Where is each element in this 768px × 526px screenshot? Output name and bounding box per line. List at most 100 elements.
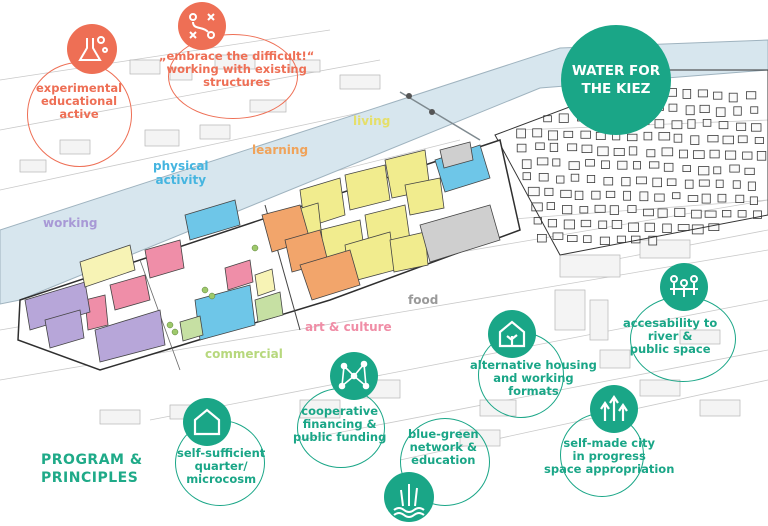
residential-house (673, 133, 683, 143)
residential-house (544, 187, 554, 196)
residential-house (687, 119, 696, 129)
strategy-icon (178, 2, 226, 50)
program-heading: PROGRAM & PRINCIPLES (41, 451, 143, 487)
principle-blue-green-text: blue-green network & education (408, 427, 479, 468)
residential-house (648, 235, 658, 246)
blue-green-ring (400, 418, 490, 506)
residential-house (580, 219, 592, 228)
residential-house (568, 161, 580, 170)
lab-flask-icon (67, 24, 117, 74)
zone-label-art-culture: art & culture (305, 320, 392, 334)
residential-house (535, 142, 545, 150)
residential-house (657, 208, 668, 218)
residential-house (563, 219, 576, 230)
residential-house (722, 135, 735, 145)
residential-house (733, 106, 742, 116)
residential-house (662, 223, 672, 234)
workshop-blocks (419, 141, 501, 263)
people-icon (660, 263, 708, 311)
residential-house (674, 207, 686, 218)
house-loop-icon (183, 398, 231, 446)
residential-house (548, 130, 559, 141)
residential-house (567, 143, 578, 152)
residential-house (756, 150, 767, 161)
residential-house (547, 218, 557, 228)
residential-house (742, 151, 753, 160)
residential-house (580, 130, 591, 139)
program-heading-line-2: PRINCIPLES (41, 470, 139, 487)
residential-house (570, 173, 580, 182)
residential-house (652, 177, 662, 188)
residential-house (609, 205, 619, 215)
residential-house (666, 178, 677, 186)
residential-house (633, 161, 641, 170)
residential-house (644, 222, 655, 232)
residential-house (715, 107, 726, 117)
zone-label-commercial: commercial (205, 347, 283, 361)
zone-label-food: food (408, 293, 439, 307)
residential-house (708, 223, 720, 232)
residential-house (532, 128, 543, 138)
residential-house (521, 159, 532, 169)
residential-house (750, 106, 759, 114)
residential-house (627, 205, 637, 213)
warehouse-blocks (79, 244, 276, 297)
zone-label-working: working (43, 216, 98, 230)
residential-house (636, 176, 647, 185)
principle-self-sufficient-text: self-sufficient quarter/ microcosm (177, 446, 266, 487)
residential-house (668, 103, 678, 112)
learning-blocks (261, 204, 361, 301)
residential-house (687, 195, 699, 203)
residential-house (713, 91, 723, 100)
principle-accessibility-text: accesability to river & public space (623, 316, 718, 357)
residential-house (729, 164, 740, 173)
residential-house (605, 190, 616, 199)
program-heading-line-1: PROGRAM & (41, 452, 143, 468)
residential-house (613, 147, 625, 156)
residential-house (536, 157, 549, 166)
residential-house (627, 133, 638, 142)
reed-water-icon (384, 472, 434, 522)
residential-house (639, 191, 649, 202)
residential-house (682, 89, 692, 99)
residential-house (717, 193, 727, 203)
residential-house (663, 162, 674, 172)
residential-house (751, 123, 762, 132)
residential-house (586, 174, 596, 183)
principle-difficult-text: „embrace the difficult!“ working with ex… (159, 49, 315, 90)
title-text: WATER FOR THE KIEZ (571, 62, 661, 97)
residential-house (552, 158, 561, 167)
residential-house (701, 193, 711, 204)
residential-house (579, 206, 589, 214)
residential-house (722, 210, 732, 218)
residential-house (699, 104, 710, 114)
residential-house (574, 190, 584, 200)
residential-house (735, 194, 745, 203)
residential-houses (516, 86, 767, 246)
residential-house (753, 210, 762, 219)
house-icon (488, 310, 536, 358)
residential-house (672, 192, 681, 200)
network-icon (330, 352, 378, 400)
residential-house (562, 205, 573, 215)
difficult-ring (168, 34, 298, 119)
residential-house (583, 235, 592, 243)
residential-house (654, 193, 665, 202)
residential-house (649, 161, 660, 169)
residential-house (563, 130, 574, 138)
residential-house (522, 172, 531, 181)
residential-house (684, 179, 694, 189)
residential-house (599, 236, 610, 246)
residential-house (713, 166, 722, 175)
commercial-blocks (179, 291, 284, 342)
residential-house (718, 121, 729, 130)
residential-house (679, 149, 688, 159)
residential-house (744, 167, 755, 175)
residential-house (704, 210, 717, 218)
residential-house (749, 196, 758, 205)
residential-house (643, 131, 653, 141)
residential-house (598, 220, 608, 229)
residential-house (581, 144, 593, 154)
art-blocks (84, 239, 254, 331)
residential-house (732, 180, 741, 189)
